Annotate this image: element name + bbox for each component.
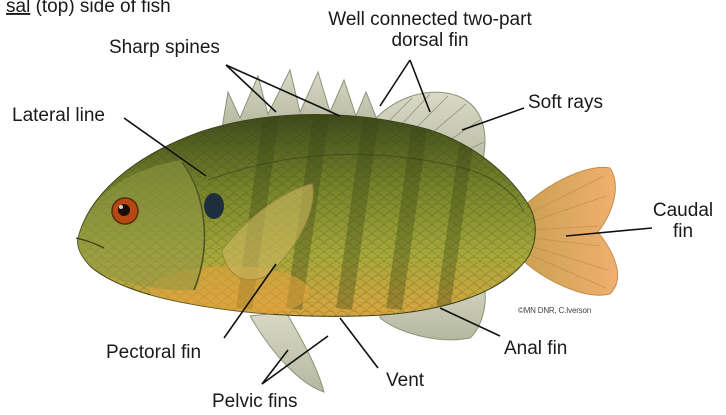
caption: sal (top) side of fish (6, 0, 171, 17)
label-caudal-fin-line1: Caudal (646, 200, 720, 221)
caption-underlined: sal (6, 0, 30, 17)
label-caudal-fin: Caudal fin (646, 200, 720, 242)
label-lateral-line: Lateral line (12, 105, 105, 126)
label-pelvic-fins: Pelvic fins (212, 391, 298, 412)
label-soft-rays: Soft rays (528, 92, 603, 113)
ear-spot (204, 193, 224, 219)
label-caudal-fin-line2: fin (646, 221, 720, 242)
label-dorsal-fin-line2: dorsal fin (316, 30, 544, 51)
label-vent: Vent (386, 370, 424, 391)
image-credit: ©MN DNR, C.Iverson (518, 306, 591, 315)
label-dorsal-fin-line1: Well connected two-part (316, 9, 544, 30)
caption-rest: (top) side of fish (30, 0, 170, 17)
label-dorsal-fin: Well connected two-part dorsal fin (316, 9, 544, 51)
label-pectoral-fin: Pectoral fin (106, 342, 201, 363)
label-anal-fin: Anal fin (504, 338, 567, 359)
label-sharp-spines: Sharp spines (109, 37, 220, 58)
